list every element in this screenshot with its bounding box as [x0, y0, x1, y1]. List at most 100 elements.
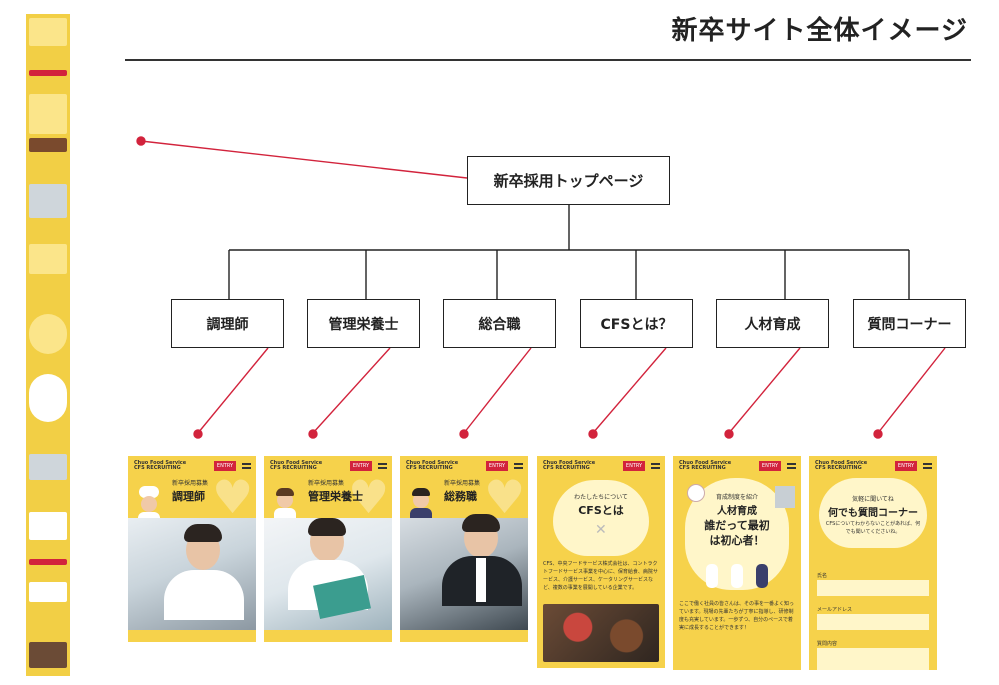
- question-label: 質問内容: [817, 641, 838, 647]
- staff-photo: [128, 518, 256, 630]
- heart-icon: ♥: [212, 470, 254, 524]
- thumb-photo: [29, 642, 67, 668]
- mockup-title: CFSとは: [578, 504, 624, 517]
- mockup-title: 何でも質問コーナー: [828, 508, 918, 519]
- mockup-title: 管理栄養士: [308, 490, 363, 503]
- mockup-subtitle: 新卒採用募集: [172, 480, 209, 487]
- thumb-section: [29, 94, 67, 134]
- menu-icon[interactable]: [514, 463, 523, 469]
- pointer-dot-2: [308, 429, 318, 439]
- pointer-line-2: [312, 347, 391, 434]
- question-field[interactable]: [817, 648, 929, 670]
- mockup-text: ここで働く社員の皆さんは、その事を一番よく知っています。現場の先輩たちが丁寧に指…: [679, 601, 795, 631]
- thumb-section: [29, 244, 67, 274]
- node-chef: 調理師: [171, 299, 284, 348]
- mockup-title: 調理師: [172, 490, 205, 503]
- badge-icon: [687, 484, 705, 502]
- node-general: 総合職: [443, 299, 556, 348]
- entry-button[interactable]: ENTRY: [214, 461, 236, 471]
- menu-icon[interactable]: [242, 463, 251, 469]
- mockup-headline: 誰だって最初は初心者！: [704, 519, 770, 547]
- email-field[interactable]: [817, 614, 929, 630]
- node-top-page: 新卒採用トップページ: [467, 156, 670, 205]
- staff-photo: [400, 514, 528, 630]
- node-about-cfs: CFSとは？: [580, 299, 693, 348]
- thumb-photo: [29, 138, 67, 152]
- pointer-dot-1: [193, 429, 203, 439]
- mockup-subtitle: わたしたちについて: [574, 494, 628, 501]
- pointer-line-3: [463, 347, 532, 434]
- thumb-section: [29, 512, 67, 540]
- email-label: メールアドレス: [817, 607, 853, 613]
- entry-button[interactable]: ENTRY: [486, 461, 508, 471]
- mockup-title: 総務職: [444, 490, 477, 503]
- cross-icon: ✕: [595, 522, 607, 538]
- staff-photo: [775, 486, 795, 508]
- pointer-dot-3: [459, 429, 469, 439]
- entry-button[interactable]: ENTRY: [895, 461, 917, 471]
- pointer-line-4: [592, 347, 667, 434]
- mockup-text: CFSについてわからないことがあれば、何でも聞いてくださいね。: [825, 521, 921, 535]
- node-dietitian: 管理栄養士: [307, 299, 420, 348]
- thumb-heart: [29, 374, 67, 422]
- heart-frame: [553, 480, 649, 556]
- entry-button[interactable]: ENTRY: [350, 461, 372, 471]
- title-divider: [125, 59, 971, 61]
- mockup-subtitle: 気軽に聞いてね: [852, 496, 894, 503]
- menu-icon[interactable]: [787, 463, 796, 469]
- heart-icon: ♥: [348, 470, 390, 524]
- mockup-subtitle: 新卒採用募集: [308, 480, 345, 487]
- thumb-qr: [29, 582, 67, 602]
- heart-frame: [819, 478, 927, 548]
- node-faq: 質問コーナー: [853, 299, 966, 348]
- menu-icon[interactable]: [923, 463, 932, 469]
- mockup-title: 人材育成: [717, 506, 757, 517]
- mockup-text: CFS、中央フードサービス株式会社は、コントラクトフードサービス事業を中心に、保…: [543, 561, 658, 591]
- staff-photo: [264, 518, 392, 630]
- entry-button[interactable]: ENTRY: [759, 461, 781, 471]
- name-field[interactable]: [817, 580, 929, 596]
- pointer-line-root: [140, 140, 468, 179]
- thumb-entry-bar: [29, 70, 67, 76]
- pointer-dot-5: [724, 429, 734, 439]
- thumb-photo: [29, 454, 67, 480]
- page-title: 新卒サイト全体イメージ: [671, 16, 968, 46]
- menu-icon[interactable]: [651, 463, 660, 469]
- thumb-hero: [29, 18, 67, 46]
- entry-button[interactable]: ENTRY: [623, 461, 645, 471]
- mockup-subtitle: 新卒採用募集: [444, 480, 481, 487]
- menu-icon[interactable]: [378, 463, 387, 469]
- pointer-line-1: [197, 347, 269, 434]
- pointer-dot-6: [873, 429, 883, 439]
- pointer-line-6: [877, 347, 946, 434]
- mockup-subtitle: 育成制度を紹介: [715, 494, 758, 501]
- food-photo: [543, 604, 659, 662]
- pointer-dot-root: [136, 136, 146, 146]
- name-label: 氏名: [817, 573, 828, 579]
- characters-row: [699, 564, 775, 594]
- pointer-line-5: [728, 347, 801, 434]
- thumb-photo: [29, 184, 67, 218]
- node-training: 人材育成: [716, 299, 829, 348]
- thumb-entry-bar: [29, 559, 67, 565]
- thumb-heart: [29, 314, 67, 354]
